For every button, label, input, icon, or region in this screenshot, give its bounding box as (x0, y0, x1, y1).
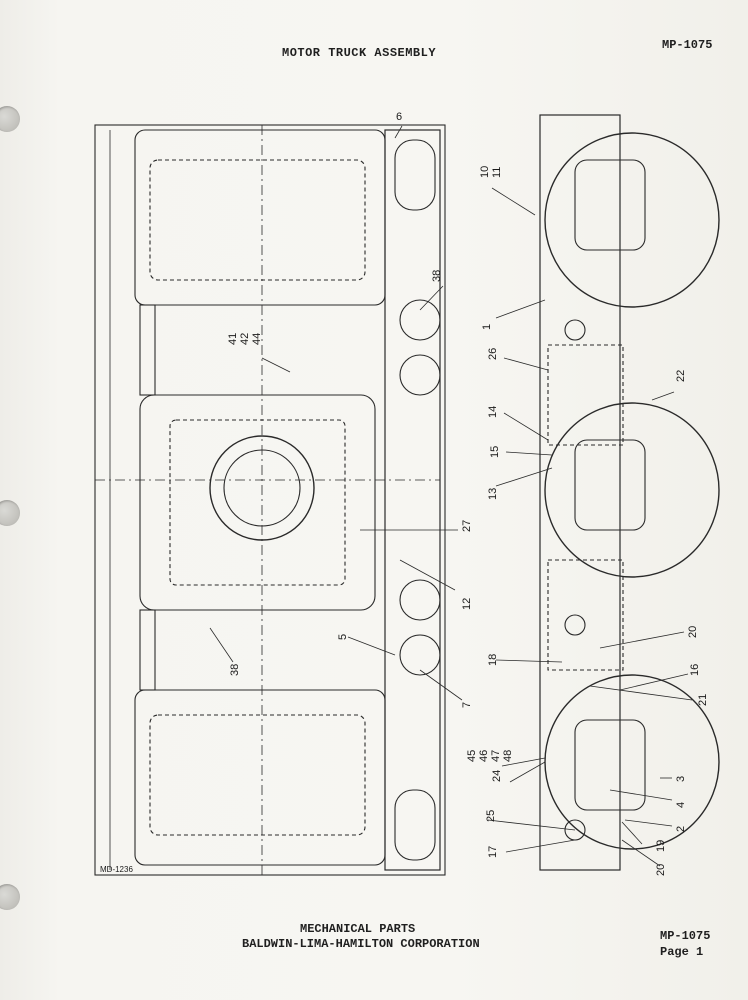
lower-motor-housing (134, 689, 386, 866)
journal-box (574, 159, 646, 251)
footer-page-number: Page 1 (660, 945, 704, 959)
callout-45: 45 (466, 750, 478, 762)
callout-6: 6 (396, 111, 402, 123)
traction-motor (139, 394, 376, 611)
truck-side-frame (539, 114, 621, 871)
callout-42: 42 (239, 333, 251, 345)
callout-19: 19 (655, 840, 667, 852)
punch-hole (0, 106, 20, 132)
callout-25: 25 (485, 810, 497, 822)
callout-21: 21 (697, 694, 709, 706)
side-frame (384, 129, 441, 871)
callout-2: 2 (675, 826, 687, 832)
callout-44: 44 (251, 333, 263, 345)
wheel (544, 402, 720, 578)
callout-27: 27 (461, 520, 473, 532)
callout-24: 24 (491, 770, 503, 782)
callout-48: 48 (502, 750, 514, 762)
callout-18: 18 (487, 654, 499, 666)
page-title: MOTOR TRUCK ASSEMBLY (282, 46, 437, 60)
punch-hole (0, 884, 20, 910)
wheel (544, 674, 720, 850)
callout-20-lower: 20 (655, 864, 667, 876)
callout-11: 11 (491, 167, 503, 178)
wheel (544, 132, 720, 308)
callout-46: 46 (478, 750, 490, 762)
truck-frame-outline (94, 124, 446, 876)
spring (399, 634, 441, 676)
document-number: MP-1075 (662, 38, 713, 52)
callout-1: 1 (481, 324, 493, 330)
journal-box (574, 719, 646, 811)
callout-10: 10 (479, 166, 491, 178)
callout-26: 26 (487, 348, 499, 360)
callout-12: 12 (461, 598, 473, 610)
callout-41: 41 (227, 333, 239, 345)
punch-hole (0, 500, 20, 526)
callout-4: 4 (675, 802, 687, 808)
callout-47: 47 (490, 750, 502, 762)
callout-14: 14 (487, 406, 499, 418)
spring (399, 299, 441, 341)
callout-13: 13 (487, 488, 499, 500)
callout-3: 3 (675, 776, 687, 782)
callout-7: 7 (461, 702, 473, 708)
callout-17: 17 (487, 846, 499, 858)
callout-5: 5 (337, 634, 349, 640)
callout-15: 15 (489, 446, 501, 458)
footer-line-2: BALDWIN-LIMA-HAMILTON CORPORATION (242, 937, 480, 951)
footer-document-number: MP-1075 (660, 929, 711, 943)
spring (399, 354, 441, 396)
upper-motor-housing (134, 129, 386, 306)
drawing-number: MD-1236 (100, 865, 133, 874)
journal-box (574, 439, 646, 531)
callout-38-lower: 38 (229, 664, 241, 676)
footer-line-1: MECHANICAL PARTS (300, 922, 416, 936)
callout-16: 16 (689, 664, 701, 676)
callout-20-upper: 20 (687, 626, 699, 638)
callout-22: 22 (675, 370, 687, 382)
spring (399, 579, 441, 621)
callout-38-upper: 38 (431, 270, 443, 282)
